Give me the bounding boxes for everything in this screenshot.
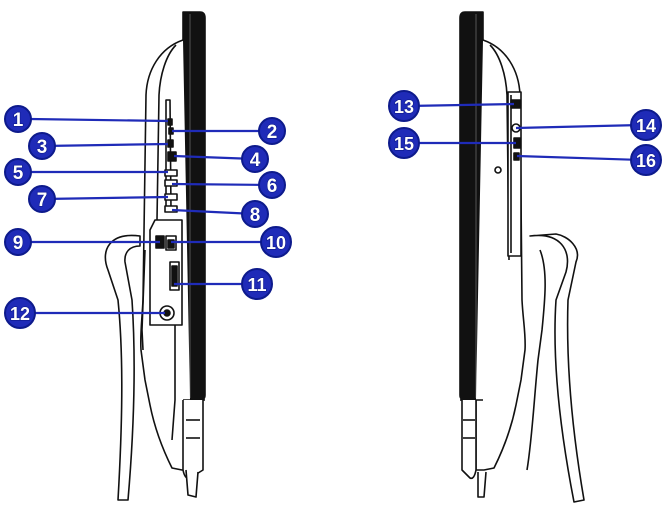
callout-6-label: 6	[267, 176, 278, 197]
callout-badges: 1 2 3 4 5 6 7 8	[4, 90, 662, 329]
port-8	[164, 205, 178, 213]
left-stand	[104, 234, 141, 501]
port-3	[167, 139, 174, 148]
callout-15-label: 15	[394, 134, 414, 154]
leader-16	[516, 154, 643, 162]
callout-8: 8	[241, 200, 269, 228]
callout-1: 1	[4, 105, 32, 133]
callout-16-label: 16	[636, 151, 656, 171]
callout-12-label: 12	[10, 304, 30, 324]
callout-10: 10	[260, 226, 292, 258]
callout-11: 11	[241, 268, 273, 300]
callout-1-label: 1	[13, 110, 24, 131]
callout-12: 12	[4, 297, 36, 329]
callout-9-label: 9	[13, 233, 24, 254]
callout-7-label: 7	[37, 190, 48, 211]
callout-leader-lines	[29, 102, 643, 315]
callout-13: 13	[388, 90, 420, 122]
callout-5-label: 5	[13, 163, 24, 184]
callout-11-label: 11	[247, 275, 266, 295]
callout-4-label: 4	[250, 150, 261, 171]
leader-3	[43, 142, 169, 148]
callout-15: 15	[388, 127, 420, 159]
callout-8-label: 8	[250, 205, 261, 226]
leader-6	[171, 182, 275, 187]
leader-13	[407, 102, 515, 108]
callout-2-label: 2	[267, 122, 278, 143]
callout-9: 9	[4, 228, 32, 256]
callout-13-label: 13	[394, 97, 414, 117]
right-stand	[529, 233, 585, 503]
callout-14-label: 14	[636, 116, 656, 136]
callout-2: 2	[258, 117, 286, 145]
callout-14: 14	[630, 109, 662, 141]
left-side-view	[104, 11, 206, 501]
callout-4: 4	[241, 145, 269, 173]
right-side-view	[459, 11, 585, 503]
port-1	[167, 118, 173, 126]
callout-3-label: 3	[37, 137, 48, 158]
callout-10-label: 10	[266, 233, 286, 253]
callout-16: 16	[630, 144, 662, 176]
leader-1	[29, 117, 169, 123]
callout-3: 3	[28, 132, 56, 160]
optical-drive-slot	[507, 91, 522, 257]
callout-7: 7	[28, 185, 56, 213]
callout-6: 6	[258, 171, 286, 199]
leader-14	[515, 123, 643, 130]
callout-5: 5	[4, 158, 32, 186]
leader-7	[43, 195, 169, 201]
